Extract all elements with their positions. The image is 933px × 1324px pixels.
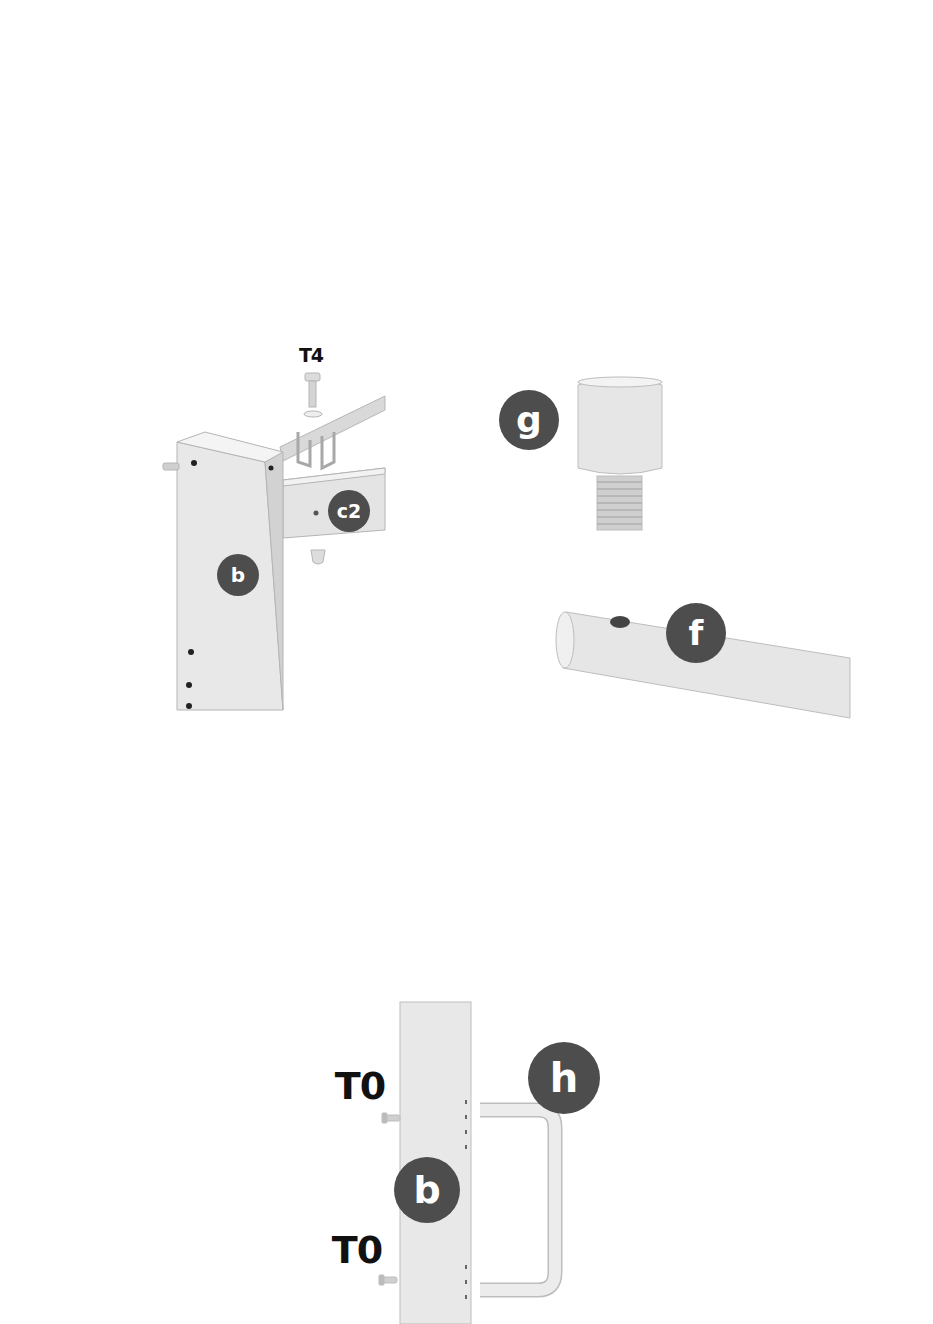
part-letter: c2: [337, 502, 361, 521]
part-badge: f: [666, 603, 726, 663]
post-assembly: [163, 373, 385, 710]
bolt-shaft: [309, 381, 316, 407]
screw-head: [379, 1275, 384, 1285]
crossbar-top: [283, 468, 385, 486]
foot: [578, 377, 662, 530]
bolt-head: [305, 373, 320, 381]
foot-top: [578, 377, 662, 387]
tube: [556, 612, 850, 718]
part-badge: c2: [328, 490, 370, 532]
screw: [383, 1277, 397, 1283]
thread-lines: [597, 482, 642, 524]
hole: [610, 616, 630, 628]
washer: [304, 411, 322, 417]
hole: [314, 511, 319, 516]
nut: [311, 550, 325, 564]
crossbar: [283, 468, 385, 538]
handle-assembly: [379, 1002, 555, 1324]
hole: [269, 466, 274, 471]
tube-end: [556, 612, 574, 668]
thread: [597, 476, 642, 530]
fastener-code: T0: [335, 1067, 385, 1105]
part-badge: h: [528, 1042, 600, 1114]
part-letter: g: [516, 402, 542, 438]
part-letter: b: [413, 1171, 440, 1209]
screw-head: [382, 1113, 387, 1123]
screw: [386, 1115, 400, 1121]
part-letter: f: [689, 616, 704, 650]
hole: [186, 682, 192, 688]
foot-body: [578, 379, 662, 475]
part-letter: b: [231, 565, 245, 585]
holes: [465, 1100, 467, 1299]
handle: [480, 1110, 555, 1290]
part-badge: b: [394, 1157, 460, 1223]
fastener-code: T4: [299, 346, 323, 365]
pin: [163, 463, 179, 470]
hole: [186, 703, 192, 709]
fastener-code: T0: [332, 1231, 382, 1269]
hole: [191, 460, 197, 466]
part-badge: b: [217, 554, 259, 596]
post-front: [177, 442, 283, 710]
part-letter: h: [550, 1058, 578, 1098]
post-side: [265, 452, 283, 710]
part-badge: g: [499, 390, 559, 450]
hole: [188, 649, 194, 655]
bracket: [298, 432, 334, 468]
handle-outline: [480, 1110, 555, 1290]
post-top: [177, 432, 283, 462]
